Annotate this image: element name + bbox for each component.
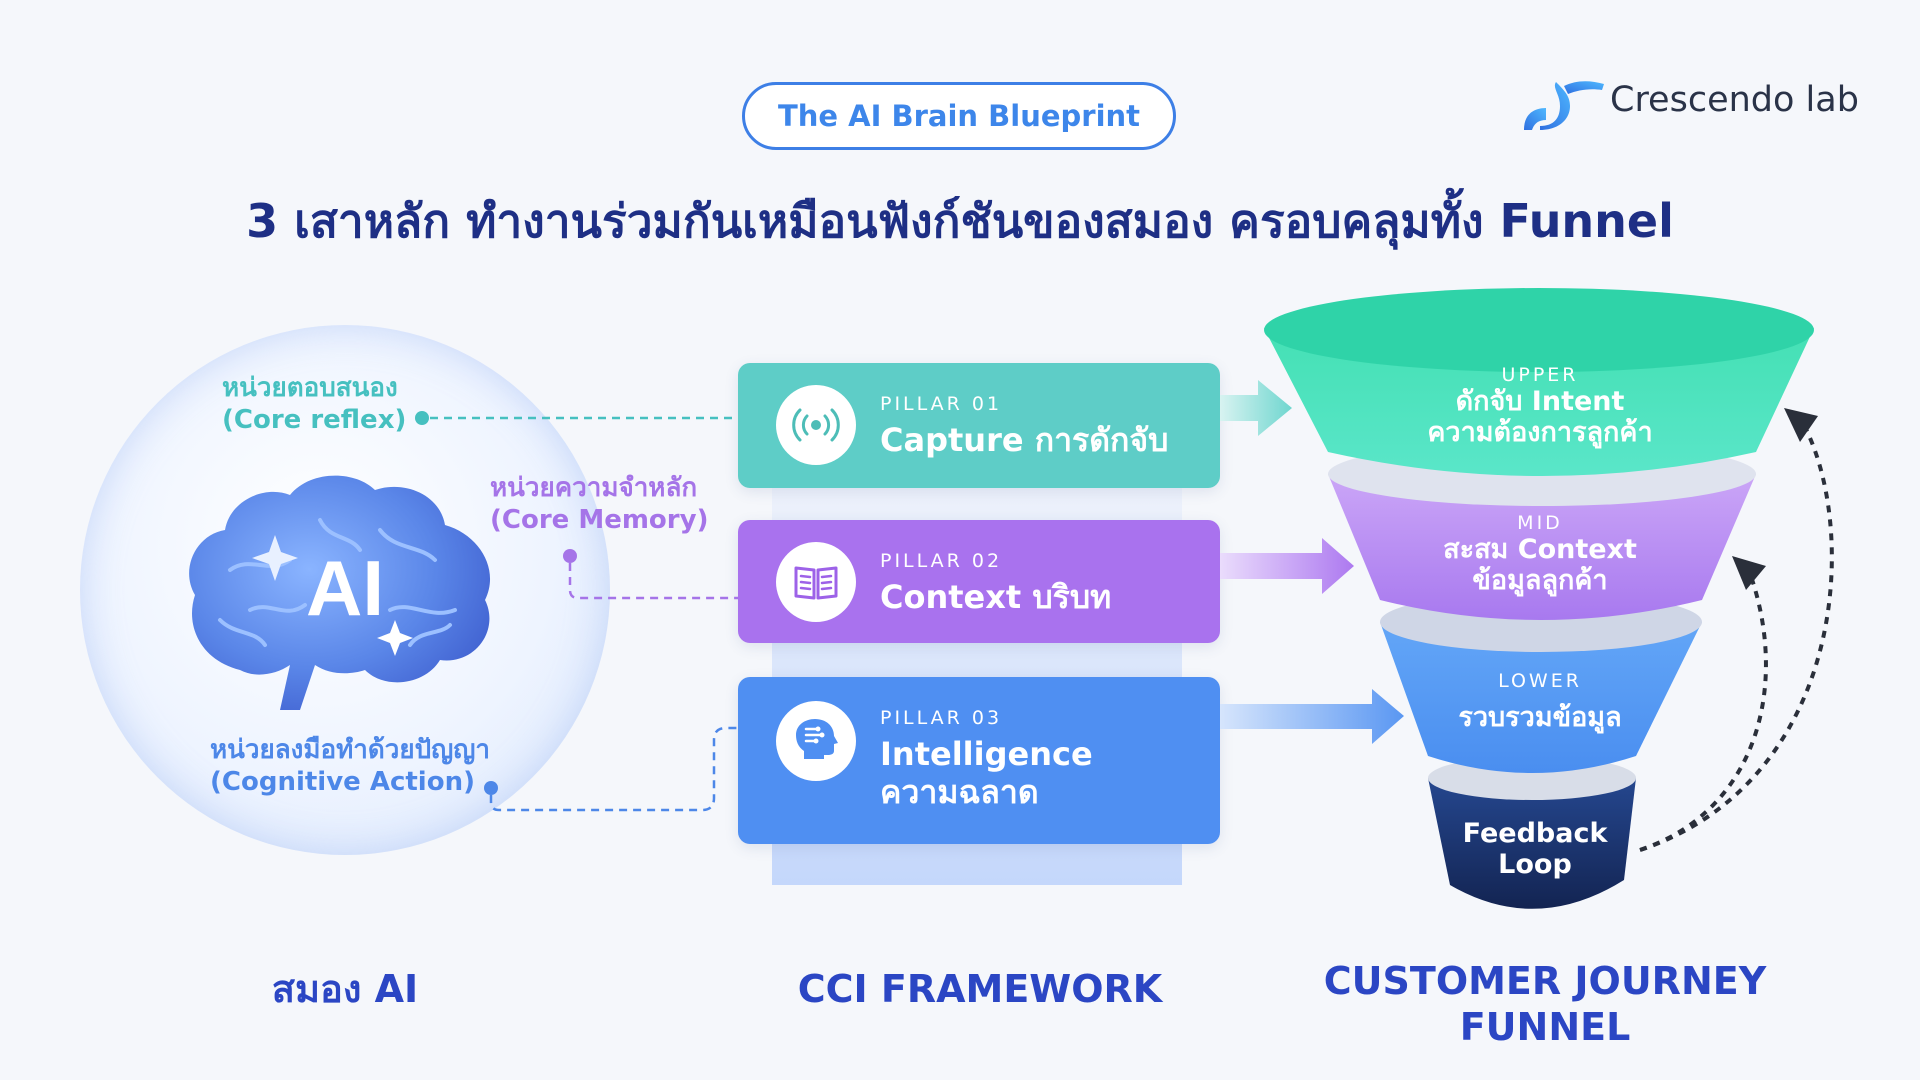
book-icon bbox=[776, 542, 856, 622]
core-memory-en: (Core Memory) bbox=[490, 505, 709, 535]
pillar-capture: PILLAR 01 Capture การดักจับ bbox=[738, 363, 1220, 488]
cognitive-action-en: (Cognitive Action) bbox=[210, 767, 475, 797]
funnel-upper-text: UPPER ดักจับ Intent ความต้องการลูกค้า bbox=[1390, 364, 1690, 448]
funnel-mid-line1: สะสม Context bbox=[1443, 534, 1637, 565]
pillar-context: PILLAR 02 Context บริบท bbox=[738, 520, 1220, 643]
broadcast-icon bbox=[776, 385, 856, 465]
core-memory-label: หน่วยความจำหลัก (Core Memory) bbox=[490, 472, 708, 536]
cognitive-action-label: หน่วยลงมือทำด้วยปัญญา (Cognitive Action) bbox=[210, 734, 490, 798]
ai-head-icon bbox=[776, 701, 856, 781]
funnel-mid-kicker: MID bbox=[1517, 512, 1563, 534]
footer-customer-journey-line2: FUNNEL bbox=[1459, 1005, 1631, 1049]
brain-ai-text: AI bbox=[306, 544, 384, 632]
pillar-03-name: Intelligence ความฉลาด bbox=[880, 735, 1200, 811]
pillar-02-name: Context บริบท bbox=[880, 578, 1112, 616]
funnel-feedback-line2: Loop bbox=[1498, 849, 1572, 880]
funnel-feedback-text: Feedback Loop bbox=[1410, 818, 1660, 880]
footer-customer-journey-line1: CUSTOMER JOURNEY bbox=[1323, 959, 1767, 1003]
blueprint-badge: The AI Brain Blueprint bbox=[742, 82, 1176, 150]
core-reflex-en: (Core reflex) bbox=[222, 405, 407, 435]
brain-icon: AI bbox=[189, 475, 491, 710]
pillar-03-name-line2: ความฉลาด bbox=[880, 773, 1039, 811]
funnel-lower-line1: รวบรวมข้อมูล bbox=[1458, 702, 1622, 733]
pillar-03-kicker: PILLAR 03 bbox=[880, 707, 1003, 729]
pillar-03-name-line1: Intelligence bbox=[880, 735, 1093, 773]
pillar-intelligence: PILLAR 03 Intelligence ความฉลาด bbox=[738, 677, 1220, 844]
blueprint-badge-text: The AI Brain Blueprint bbox=[777, 99, 1141, 133]
feedback-arrows bbox=[1639, 408, 1834, 852]
footer-customer-journey: CUSTOMER JOURNEY FUNNEL bbox=[1300, 958, 1790, 1050]
core-memory-th: หน่วยความจำหลัก bbox=[490, 473, 698, 503]
funnel-upper-line1: ดักจับ Intent bbox=[1455, 386, 1625, 417]
crescendo-logo-icon bbox=[1524, 81, 1604, 130]
pillar-01-name: Capture การดักจับ bbox=[880, 421, 1169, 459]
funnel-upper-line2: ความต้องการลูกค้า bbox=[1427, 417, 1653, 448]
funnel-upper-kicker: UPPER bbox=[1501, 364, 1579, 386]
funnel-lower-kicker: LOWER bbox=[1498, 670, 1582, 692]
footer-ai-brain: สมอง AI bbox=[271, 967, 419, 1011]
pillar-02-kicker: PILLAR 02 bbox=[880, 550, 1003, 572]
page-title: 3 เสาหลัก ทำงานร่วมกันเหมือนฟังก์ชันของส… bbox=[246, 194, 1674, 248]
funnel-mid-line2: ข้อมูลลูกค้า bbox=[1472, 565, 1608, 596]
pillar-01-kicker: PILLAR 01 bbox=[880, 393, 1003, 415]
funnel-upper-layer bbox=[1264, 288, 1814, 476]
funnel-feedback-line1: Feedback bbox=[1462, 818, 1608, 849]
core-reflex-th: หน่วยตอบสนอง bbox=[222, 373, 398, 403]
cognitive-action-th: หน่วยลงมือทำด้วยปัญญา bbox=[210, 735, 490, 765]
funnel-mid-text: MID สะสม Context ข้อมูลลูกค้า bbox=[1390, 512, 1690, 596]
brand-name: Crescendo lab bbox=[1610, 80, 1859, 120]
footer-cci-framework: CCI FRAMEWORK bbox=[797, 967, 1163, 1011]
core-reflex-label: หน่วยตอบสนอง (Core reflex) bbox=[222, 372, 406, 436]
funnel-lower-text: LOWER รวบรวมข้อมูล bbox=[1390, 670, 1690, 733]
